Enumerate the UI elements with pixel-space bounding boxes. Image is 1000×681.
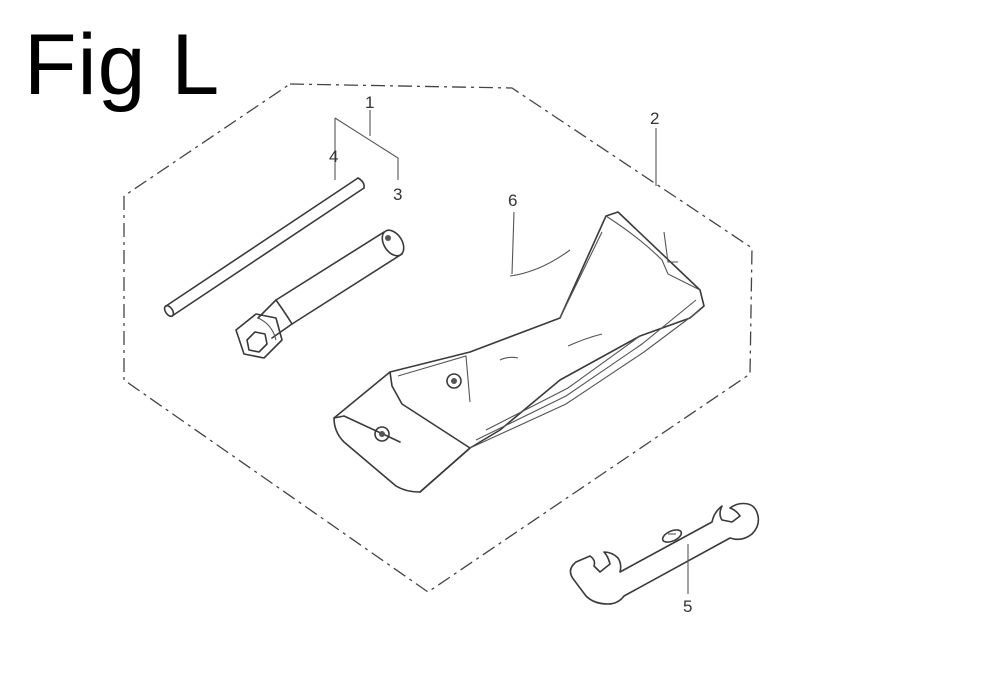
tool-bag [333,211,705,493]
kit-boundary-outline [123,83,753,593]
handle-bar [163,177,365,318]
leader-group-1 [334,110,399,180]
leader-6 [511,211,515,275]
callout-6: 6 [508,191,517,210]
callout-1: 1 [365,93,374,112]
callout-5: 5 [683,597,692,616]
spark-plug-socket-wrench [235,229,405,359]
callout-3: 3 [393,185,402,204]
figure-title: Fig L [24,17,221,113]
callout-2: 2 [650,109,659,128]
open-end-wrench [569,502,760,605]
callout-4: 4 [329,147,338,166]
